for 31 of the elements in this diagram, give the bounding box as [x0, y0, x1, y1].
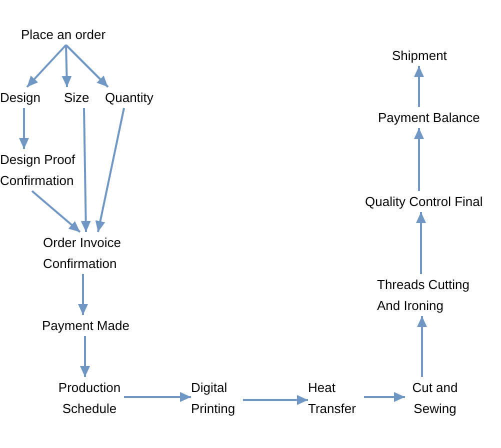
step-label: Shipment	[392, 45, 447, 66]
arrow	[80, 336, 90, 377]
arrow	[417, 316, 427, 377]
step-label: Digital Printing	[191, 377, 243, 419]
step-label: Place an order	[21, 24, 106, 45]
arrow	[416, 212, 426, 274]
arrow	[95, 108, 125, 232]
arrow	[124, 392, 191, 402]
arrow	[62, 44, 72, 88]
arrow	[26, 44, 67, 88]
step-label: Quantity	[105, 87, 154, 108]
step-label: Payment Balance	[378, 107, 480, 128]
step-label: Design Proof Confirmation	[0, 149, 80, 191]
arrow	[78, 274, 88, 315]
arrow	[80, 108, 91, 232]
arrow	[364, 392, 405, 402]
arrow	[65, 44, 109, 88]
arrow	[31, 190, 81, 233]
step-label: Size	[64, 87, 90, 108]
arrow	[414, 66, 424, 107]
step-label: Cut and Sewing	[405, 377, 465, 419]
step-label: Quality Control Final	[365, 191, 483, 212]
step-label: Heat Transfer	[308, 377, 364, 419]
step-label: Design	[0, 87, 40, 108]
arrow	[19, 108, 29, 149]
step-label: Production Schedule	[55, 377, 124, 419]
arrow	[414, 128, 424, 191]
step-label: Threads Cutting And Ironing	[377, 274, 481, 316]
arrow	[243, 395, 308, 405]
step-label: Order Invoice Confirmation	[43, 232, 131, 274]
step-label: Payment Made	[42, 315, 130, 336]
